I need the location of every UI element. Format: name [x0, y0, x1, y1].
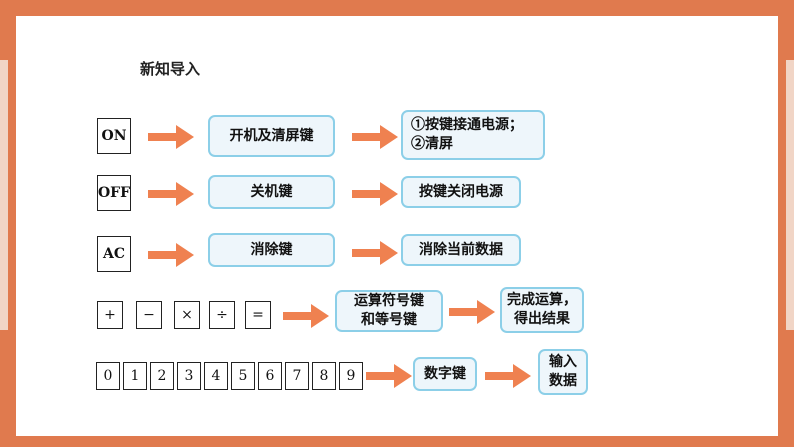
arrow-icon — [148, 125, 194, 149]
slide-heading: 新知导入 — [140, 60, 201, 78]
arrow-icon — [485, 364, 531, 388]
right-stripe — [786, 60, 794, 330]
result-box-ac: 消除当前数据 — [401, 234, 521, 266]
result-box-off: 按键关闭电源 — [401, 176, 521, 208]
arrow-icon — [352, 182, 398, 206]
result-text: 完成运算， — [507, 292, 577, 308]
result-text: ①按键接通电源； — [411, 117, 523, 133]
top-strip — [0, 0, 794, 16]
arrow-icon — [148, 243, 194, 267]
function-text: 开机及清屏键 — [229, 127, 314, 144]
key-minus: − — [136, 301, 162, 329]
result-text: 数据 — [549, 373, 577, 389]
function-box-off: 关机键 — [208, 175, 335, 209]
key-digit-8: 8 — [312, 362, 336, 390]
arrow-icon — [148, 182, 194, 206]
function-box-on: 开机及清屏键 — [208, 115, 335, 157]
result-text: 消除当前数据 — [419, 241, 503, 258]
key-ac: AC — [97, 236, 131, 272]
result-text: 得出结果 — [514, 311, 570, 327]
function-text: 运算符号键 — [354, 293, 424, 309]
function-box-operators: 运算符号键 和等号键 — [335, 290, 443, 332]
key-off: OFF — [97, 175, 131, 211]
function-text: 关机键 — [250, 183, 293, 200]
left-stripe — [0, 60, 8, 330]
key-digit-5: 5 — [231, 362, 255, 390]
key-plus: + — [97, 301, 123, 329]
key-digit-0: 0 — [96, 362, 120, 390]
key-digit-4: 4 — [204, 362, 228, 390]
key-digit-6: 6 — [258, 362, 282, 390]
arrow-icon — [283, 304, 329, 328]
result-text: 按键关闭电源 — [419, 183, 503, 200]
key-on: ON — [97, 118, 131, 154]
function-text: 和等号键 — [361, 312, 417, 328]
key-digit-3: 3 — [177, 362, 201, 390]
function-box-digits: 数字键 — [413, 357, 477, 391]
key-divide: ÷ — [209, 301, 235, 329]
function-text: 数字键 — [424, 365, 466, 382]
key-digit-9: 9 — [339, 362, 363, 390]
key-digit-7: 7 — [285, 362, 309, 390]
result-text: 输入 — [549, 354, 577, 370]
key-digit-2: 2 — [150, 362, 174, 390]
result-box-operators: 完成运算， 得出结果 — [500, 287, 584, 333]
result-text: ②清屏 — [411, 136, 453, 152]
key-equals: = — [245, 301, 271, 329]
arrow-icon — [449, 300, 495, 324]
result-box-on: ①按键接通电源； ②清屏 — [401, 110, 545, 160]
arrow-icon — [352, 125, 398, 149]
key-digit-1: 1 — [123, 362, 147, 390]
key-times: × — [174, 301, 200, 329]
result-box-digits: 输入 数据 — [538, 349, 588, 395]
function-text: 消除键 — [250, 241, 293, 258]
function-box-ac: 消除键 — [208, 233, 335, 267]
arrow-icon — [366, 364, 412, 388]
arrow-icon — [352, 241, 398, 265]
